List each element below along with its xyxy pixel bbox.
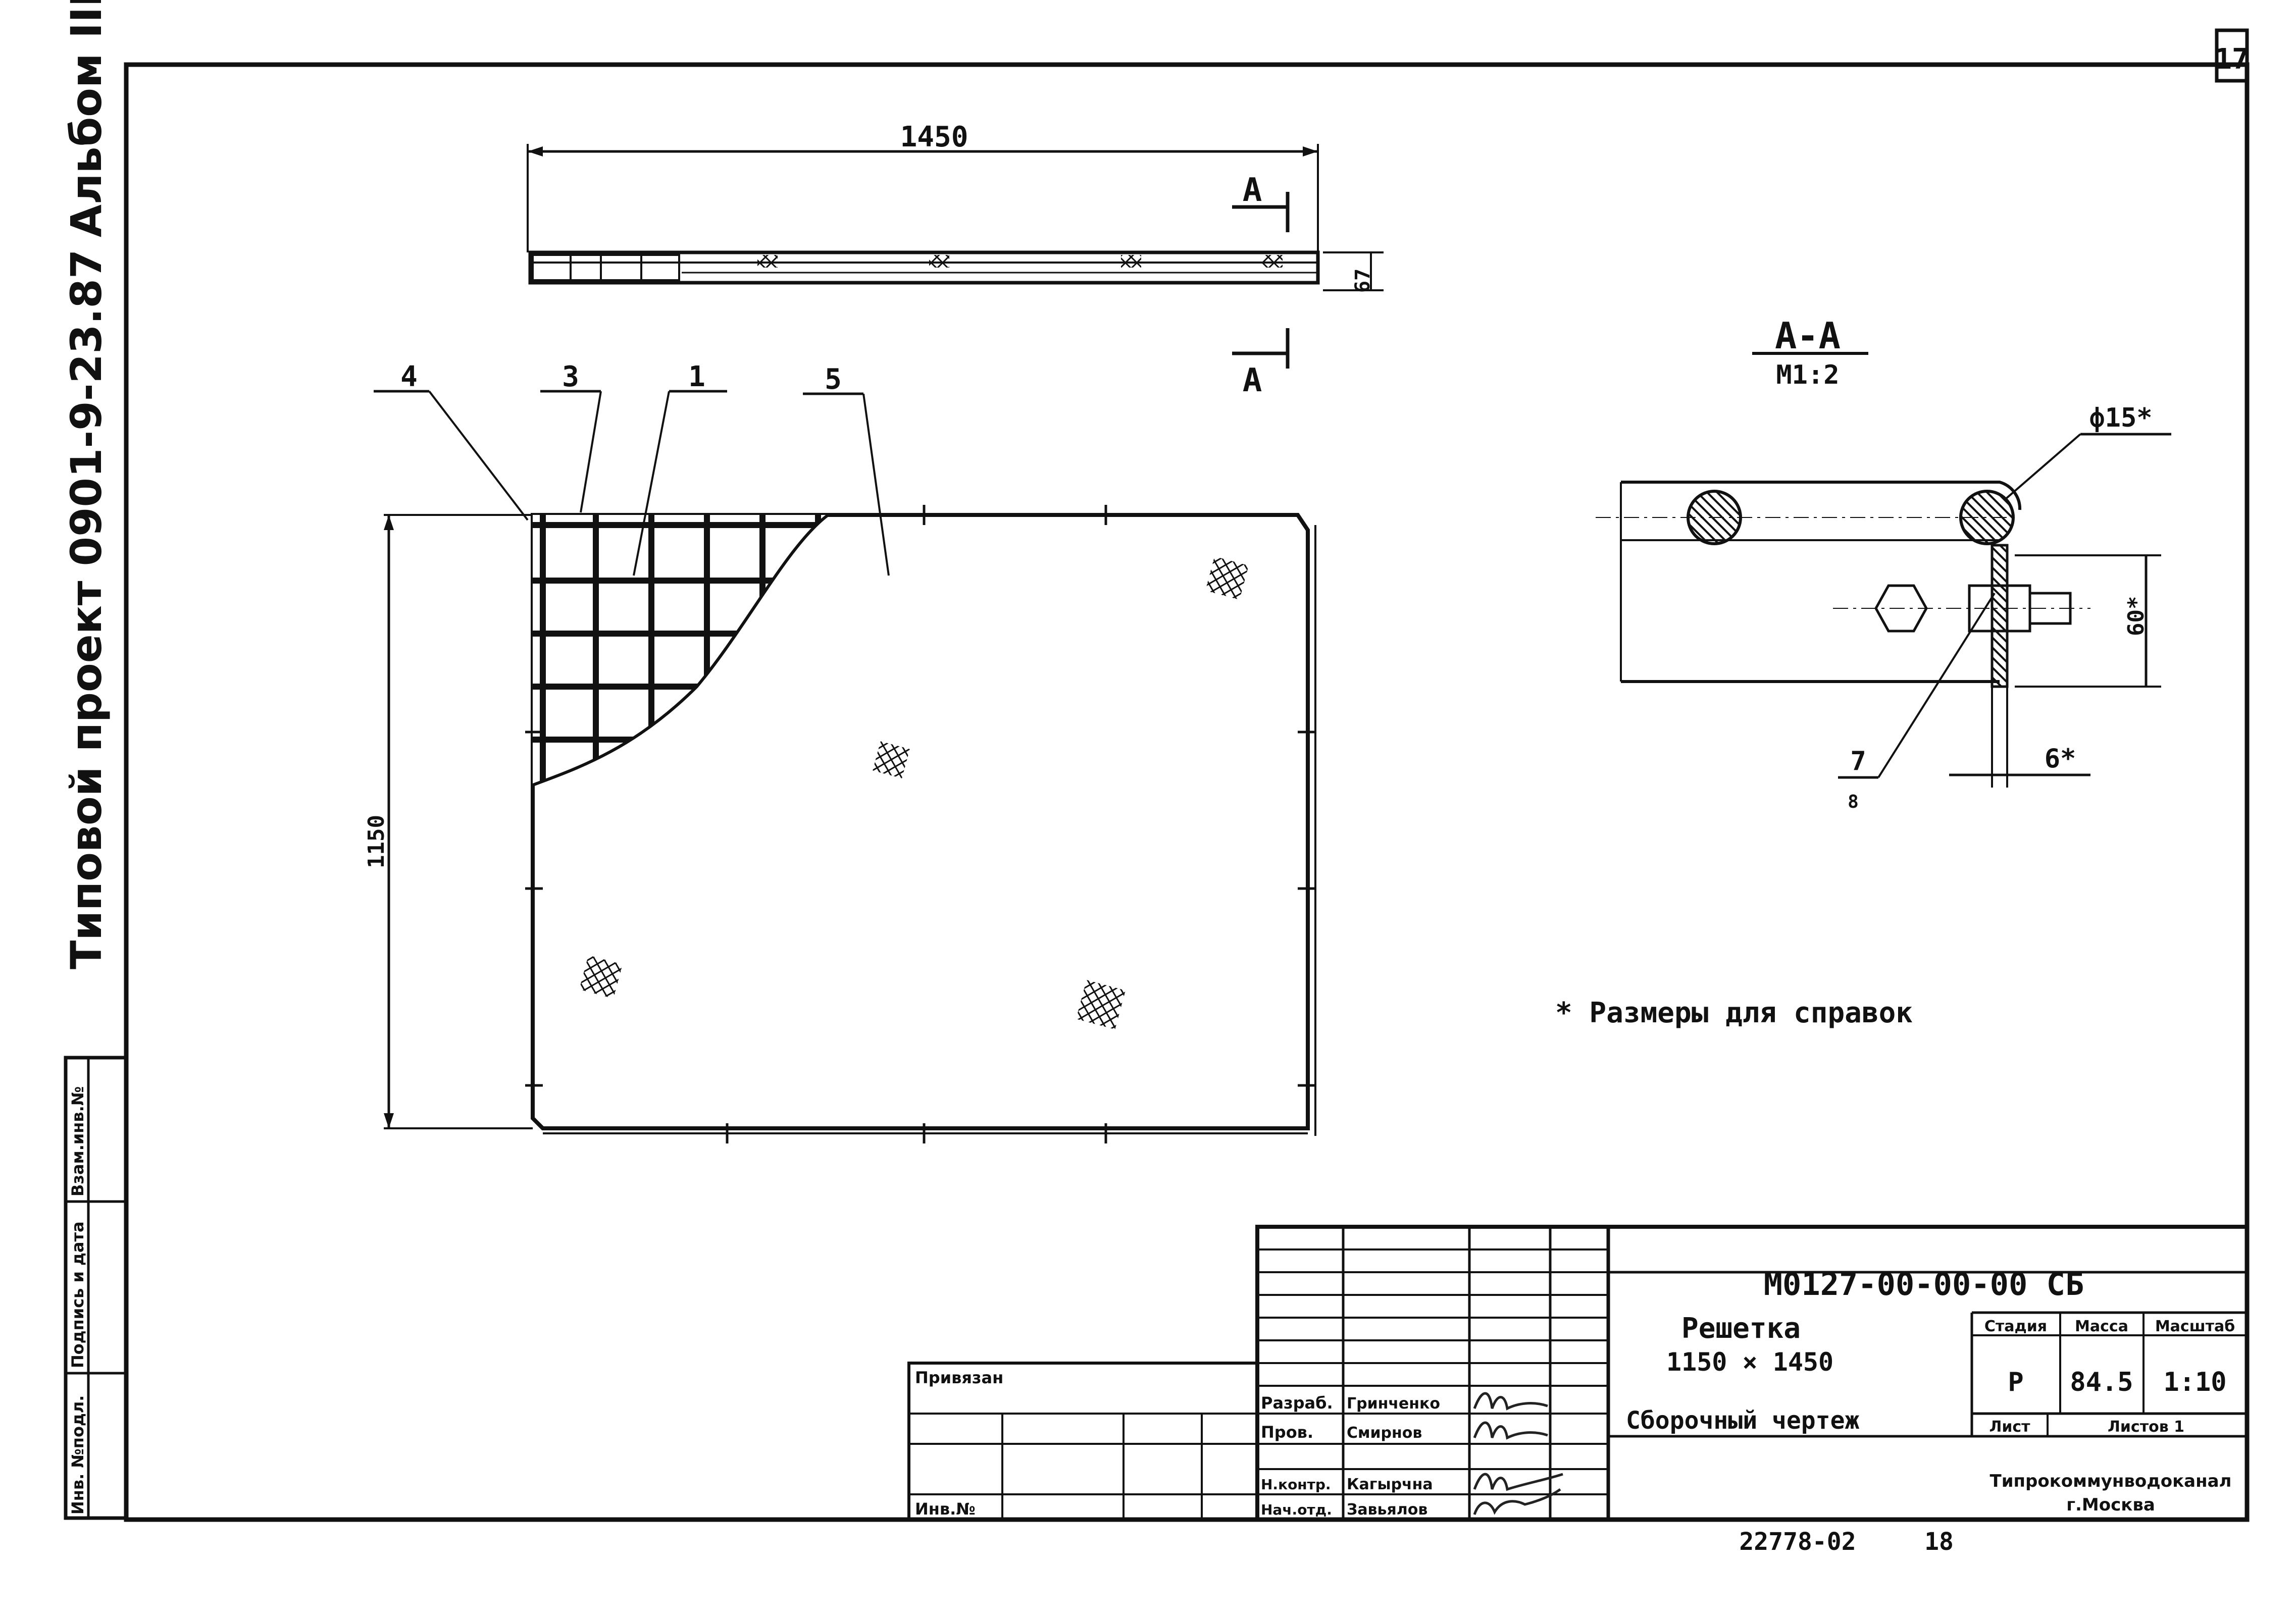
top-view: 1450 67 А А xyxy=(527,121,1384,399)
mesh-mark xyxy=(1076,980,1126,1029)
mass-value: 84.5 xyxy=(2070,1367,2133,1397)
signature-icon xyxy=(1473,1421,1548,1440)
side-stamp-cell: Взам.инв.№ xyxy=(68,1086,87,1196)
grid-bars xyxy=(533,515,828,785)
section-mark-top: А xyxy=(1243,172,1262,209)
person-name: Завьялов xyxy=(1347,1501,1427,1519)
stage-label: Стадия xyxy=(1984,1318,2047,1335)
plan-view: 1150 4 3 1 5 xyxy=(364,360,1316,1143)
title-block: Привязан Инв.№ Разраб. Пров. Н.контр. На… xyxy=(907,1225,2249,1522)
side-project-label: Типовой проект 0901-9-23.87 xyxy=(62,249,111,969)
leader-label: 4 xyxy=(400,360,418,393)
side-stamp-cell: Инв. №подл. xyxy=(68,1395,87,1515)
part-size: 1150 × 1450 xyxy=(1666,1347,1833,1377)
inv-label: Инв.№ xyxy=(915,1499,976,1519)
mesh-mark xyxy=(873,741,910,778)
scale-value: 1:10 xyxy=(2163,1367,2226,1397)
side-album-label: Альбом III xyxy=(62,0,111,237)
mesh-mark xyxy=(579,955,623,999)
bound-label: Привязан xyxy=(915,1368,1003,1387)
person-name: Кагырчна xyxy=(1347,1476,1433,1493)
sheet-number: 17 xyxy=(2215,43,2249,76)
section-scale: М1:2 xyxy=(1776,360,1839,390)
top-dim-height: 67 xyxy=(1351,269,1374,293)
signature-icon xyxy=(1473,1473,1563,1491)
role-label: Разраб. xyxy=(1261,1393,1333,1413)
mass-label: Масса xyxy=(2075,1318,2128,1335)
side-stamp: Инв. №подл. Подпись и дата Взам.инв.№ xyxy=(64,1056,128,1520)
section-dim-rod: ф15* xyxy=(2089,403,2152,433)
signature-icon xyxy=(1473,1392,1548,1411)
sheet-number-box xyxy=(2215,28,2249,83)
drawing-code: М0127-00-00-00 СБ xyxy=(1764,1266,2084,1302)
section-dim-thick: 6* xyxy=(2045,744,2076,774)
footer-page: 18 xyxy=(1924,1528,1954,1556)
section-dim-height: 60* xyxy=(2123,596,2149,636)
section-title: А-А xyxy=(1775,315,1841,357)
section-mark-bottom: А xyxy=(1243,362,1262,399)
org-city: г.Москва xyxy=(2066,1495,2155,1515)
mesh-mark xyxy=(1205,556,1249,600)
plate-section xyxy=(1991,544,2009,688)
leader-label: 5 xyxy=(825,363,842,396)
top-dim-length: 1450 xyxy=(900,121,968,153)
side-stamp-cell: Подпись и дата xyxy=(68,1221,87,1368)
part-name: Решетка xyxy=(1681,1312,1801,1345)
sheets-label: Листов 1 xyxy=(2108,1418,2184,1436)
note-reference-dims: * Размеры для справок xyxy=(1555,997,1913,1029)
sheet-label: Лист xyxy=(1989,1418,2030,1436)
role-label: Нач.отд. xyxy=(1261,1501,1332,1518)
section-aa: А-А М1:2 ф15* 60* 6* 7 8 xyxy=(1596,315,2171,812)
plan-dim-height: 1150 xyxy=(364,815,389,868)
footer-number: 22778-02 xyxy=(1739,1528,1856,1556)
org-name: Типрокоммунводоканал xyxy=(1990,1471,2232,1491)
role-label: Н.контр. xyxy=(1261,1476,1331,1493)
person-name: Смирнов xyxy=(1347,1424,1422,1442)
leader-label: 3 xyxy=(562,360,579,393)
signature-icon xyxy=(1473,1488,1561,1515)
stage-value: Р xyxy=(2008,1367,2023,1397)
role-label: Пров. xyxy=(1261,1423,1313,1442)
section-leader-sub: 8 xyxy=(1848,792,1859,812)
person-name: Гринченко xyxy=(1347,1395,1440,1413)
doc-type: Сборочный чертеж xyxy=(1626,1406,1859,1435)
scale-label: Масштаб xyxy=(2155,1318,2235,1335)
section-leader: 7 xyxy=(1850,746,1866,776)
leader-label: 1 xyxy=(688,360,705,393)
